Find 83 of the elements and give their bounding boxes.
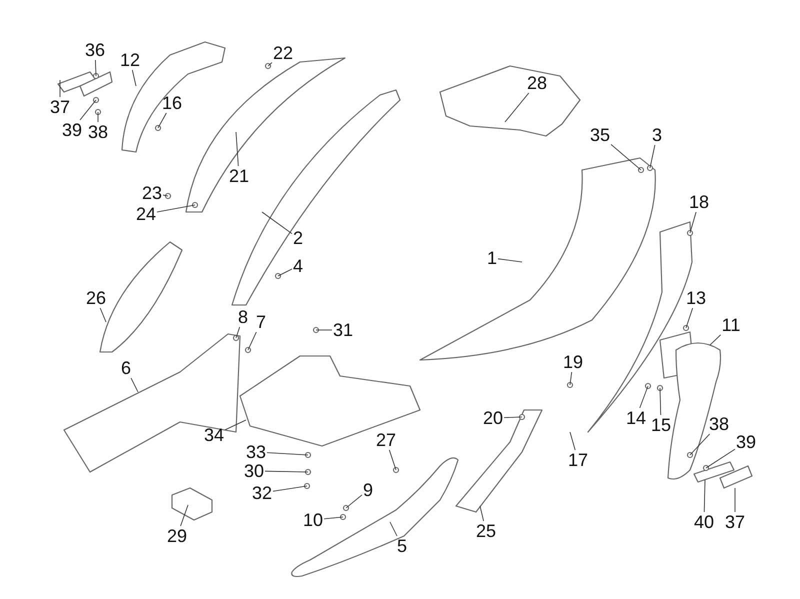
callout-number: 40 xyxy=(694,513,714,531)
callout-number: 23 xyxy=(142,184,162,202)
leader-line xyxy=(690,212,696,234)
leader-line xyxy=(262,212,292,234)
callout-number: 39 xyxy=(62,121,82,139)
leader-line xyxy=(156,204,196,212)
callout-number: 6 xyxy=(121,359,131,377)
leader-line xyxy=(100,308,106,322)
callout-number: 4 xyxy=(293,257,303,275)
leader-line xyxy=(268,62,272,66)
callout-number: 33 xyxy=(246,443,266,461)
callout-number: 38 xyxy=(708,415,730,433)
callout-number: 35 xyxy=(590,126,610,144)
leader-line xyxy=(162,194,168,196)
callout-number: 28 xyxy=(526,74,548,92)
leader-line xyxy=(690,434,710,456)
callout-number: 21 xyxy=(228,167,250,185)
leader-line xyxy=(498,258,522,262)
leader-line xyxy=(504,416,522,418)
callout-number: 31 xyxy=(332,321,354,339)
leader-line xyxy=(610,144,642,170)
leader-line xyxy=(710,334,722,346)
callout-number: 22 xyxy=(272,44,294,62)
leader-line xyxy=(686,308,694,328)
leader-line xyxy=(390,522,398,536)
leader-line xyxy=(248,332,257,350)
leader-line xyxy=(504,92,530,122)
leader-line xyxy=(660,388,662,416)
leader-line xyxy=(734,488,736,512)
callout-number: 30 xyxy=(244,462,264,480)
leader-line xyxy=(264,470,308,472)
leader-line xyxy=(224,420,246,430)
leader-line xyxy=(650,144,656,168)
leader-line xyxy=(80,100,96,120)
callout-number: 37 xyxy=(50,98,70,116)
callout-number: 19 xyxy=(562,353,584,371)
leader-line xyxy=(480,506,484,522)
leader-line xyxy=(272,486,308,492)
callout-number: 8 xyxy=(238,308,248,326)
leader-line xyxy=(570,432,576,450)
callout-number: 18 xyxy=(688,193,710,211)
leader-line xyxy=(236,326,240,338)
leader-line xyxy=(236,132,239,166)
callout-number: 17 xyxy=(568,451,588,469)
callout-number: 9 xyxy=(363,481,373,499)
callout-number: 39 xyxy=(736,433,756,451)
leader-line xyxy=(180,504,188,526)
leader-line xyxy=(278,268,292,276)
leader-line xyxy=(266,452,308,456)
callout-number: 16 xyxy=(162,94,182,112)
callout-number: 1 xyxy=(487,249,497,267)
leader-line xyxy=(388,450,396,470)
leader-line xyxy=(346,494,362,508)
leader-line xyxy=(324,516,344,520)
leader-line xyxy=(158,112,167,128)
leader-line xyxy=(132,70,136,86)
leader-line xyxy=(704,480,706,512)
leader-line xyxy=(130,378,138,392)
callout-number: 11 xyxy=(722,316,740,334)
callout-number: 37 xyxy=(724,513,746,531)
callout-number: 38 xyxy=(88,123,108,141)
callout-number: 13 xyxy=(686,289,706,307)
callout-number: 34 xyxy=(204,426,224,444)
callout-number: 27 xyxy=(376,431,396,449)
callout-number: 12 xyxy=(120,51,140,69)
callout-number: 2 xyxy=(293,229,303,247)
callout-number: 26 xyxy=(86,289,106,307)
callout-number: 20 xyxy=(482,409,504,427)
callout-number: 5 xyxy=(397,537,407,555)
callout-number: 36 xyxy=(84,41,106,59)
callout-number: 15 xyxy=(650,416,672,434)
callout-number: 24 xyxy=(136,205,156,223)
callout-number: 3 xyxy=(652,126,662,144)
callout-number: 29 xyxy=(166,527,188,545)
leader-line xyxy=(639,386,648,408)
callout-number: 14 xyxy=(626,409,646,427)
leader-line xyxy=(94,60,96,76)
callout-number: 25 xyxy=(476,522,496,540)
callout-number: 7 xyxy=(256,313,266,331)
callout-number: 32 xyxy=(252,484,272,502)
leader-line xyxy=(570,372,572,386)
callout-number: 10 xyxy=(302,511,324,529)
leader-line xyxy=(706,448,736,468)
